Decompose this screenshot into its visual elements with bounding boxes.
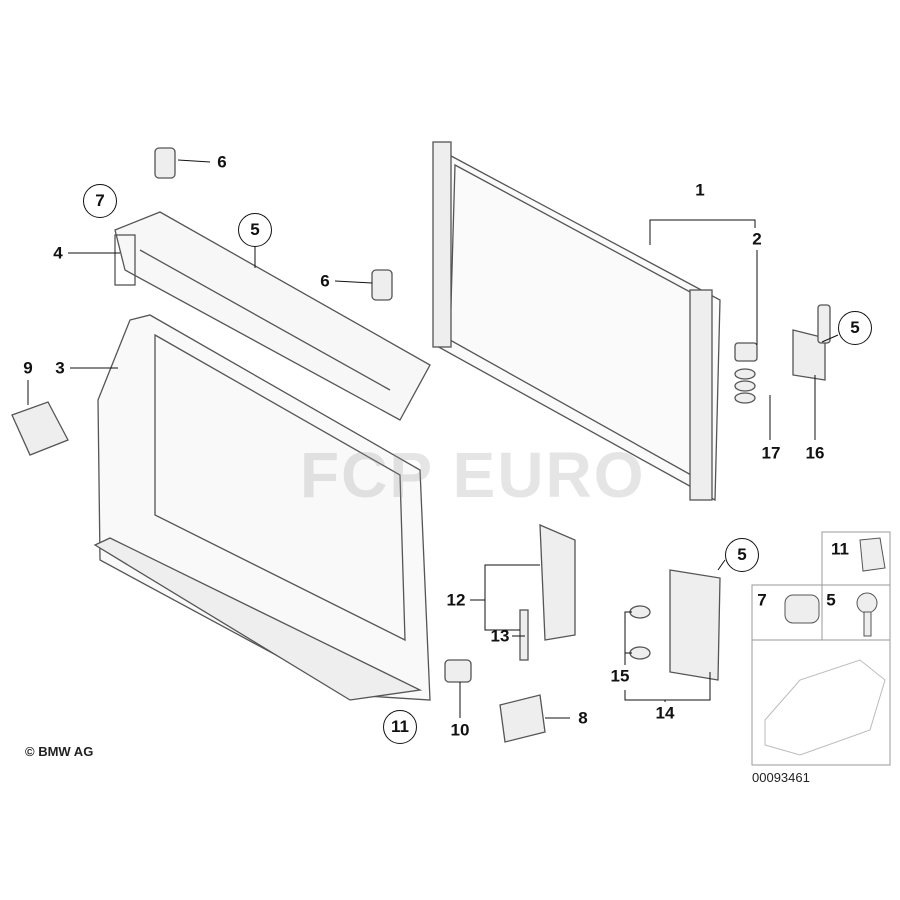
- diagram-number: 00093461: [752, 770, 810, 785]
- callout-9: 9: [23, 358, 33, 378]
- legend-label-11: 11: [831, 539, 849, 559]
- callout-2: 2: [752, 229, 762, 249]
- callout-6: 6: [320, 271, 330, 291]
- upper-carrier-drawing: [114, 211, 431, 421]
- callout-1: 1: [695, 180, 705, 200]
- frame-drawing: [93, 314, 431, 701]
- small-parts-drawings: [11, 147, 831, 743]
- callout-5-circled: 5: [238, 213, 272, 247]
- radiator-drawing: [432, 141, 721, 502]
- callout-5-circled: 5: [838, 311, 872, 345]
- callout-11-circled: 11: [383, 710, 417, 744]
- watermark: FCP EURO: [300, 438, 646, 512]
- callout-7-circled: 7: [83, 184, 117, 218]
- callout-13: 13: [490, 626, 510, 646]
- callout-5-circled: 5: [725, 538, 759, 572]
- callout-17: 17: [761, 443, 781, 463]
- callout-8: 8: [578, 708, 588, 728]
- callout-6: 6: [217, 152, 227, 172]
- watermark-text: FCP EURO: [300, 439, 646, 511]
- legend-label-7: 7: [757, 590, 767, 610]
- legend-box: [751, 531, 891, 766]
- callout-15: 15: [610, 666, 630, 686]
- callout-14: 14: [655, 703, 675, 723]
- leader-lines: [27, 159, 839, 719]
- callout-12: 12: [446, 590, 466, 610]
- copyright: © BMW AG: [25, 744, 94, 759]
- callout-10: 10: [450, 720, 470, 740]
- callout-16: 16: [805, 443, 825, 463]
- callout-4: 4: [53, 243, 63, 263]
- legend-label-5: 5: [826, 590, 836, 610]
- callout-3: 3: [55, 358, 65, 378]
